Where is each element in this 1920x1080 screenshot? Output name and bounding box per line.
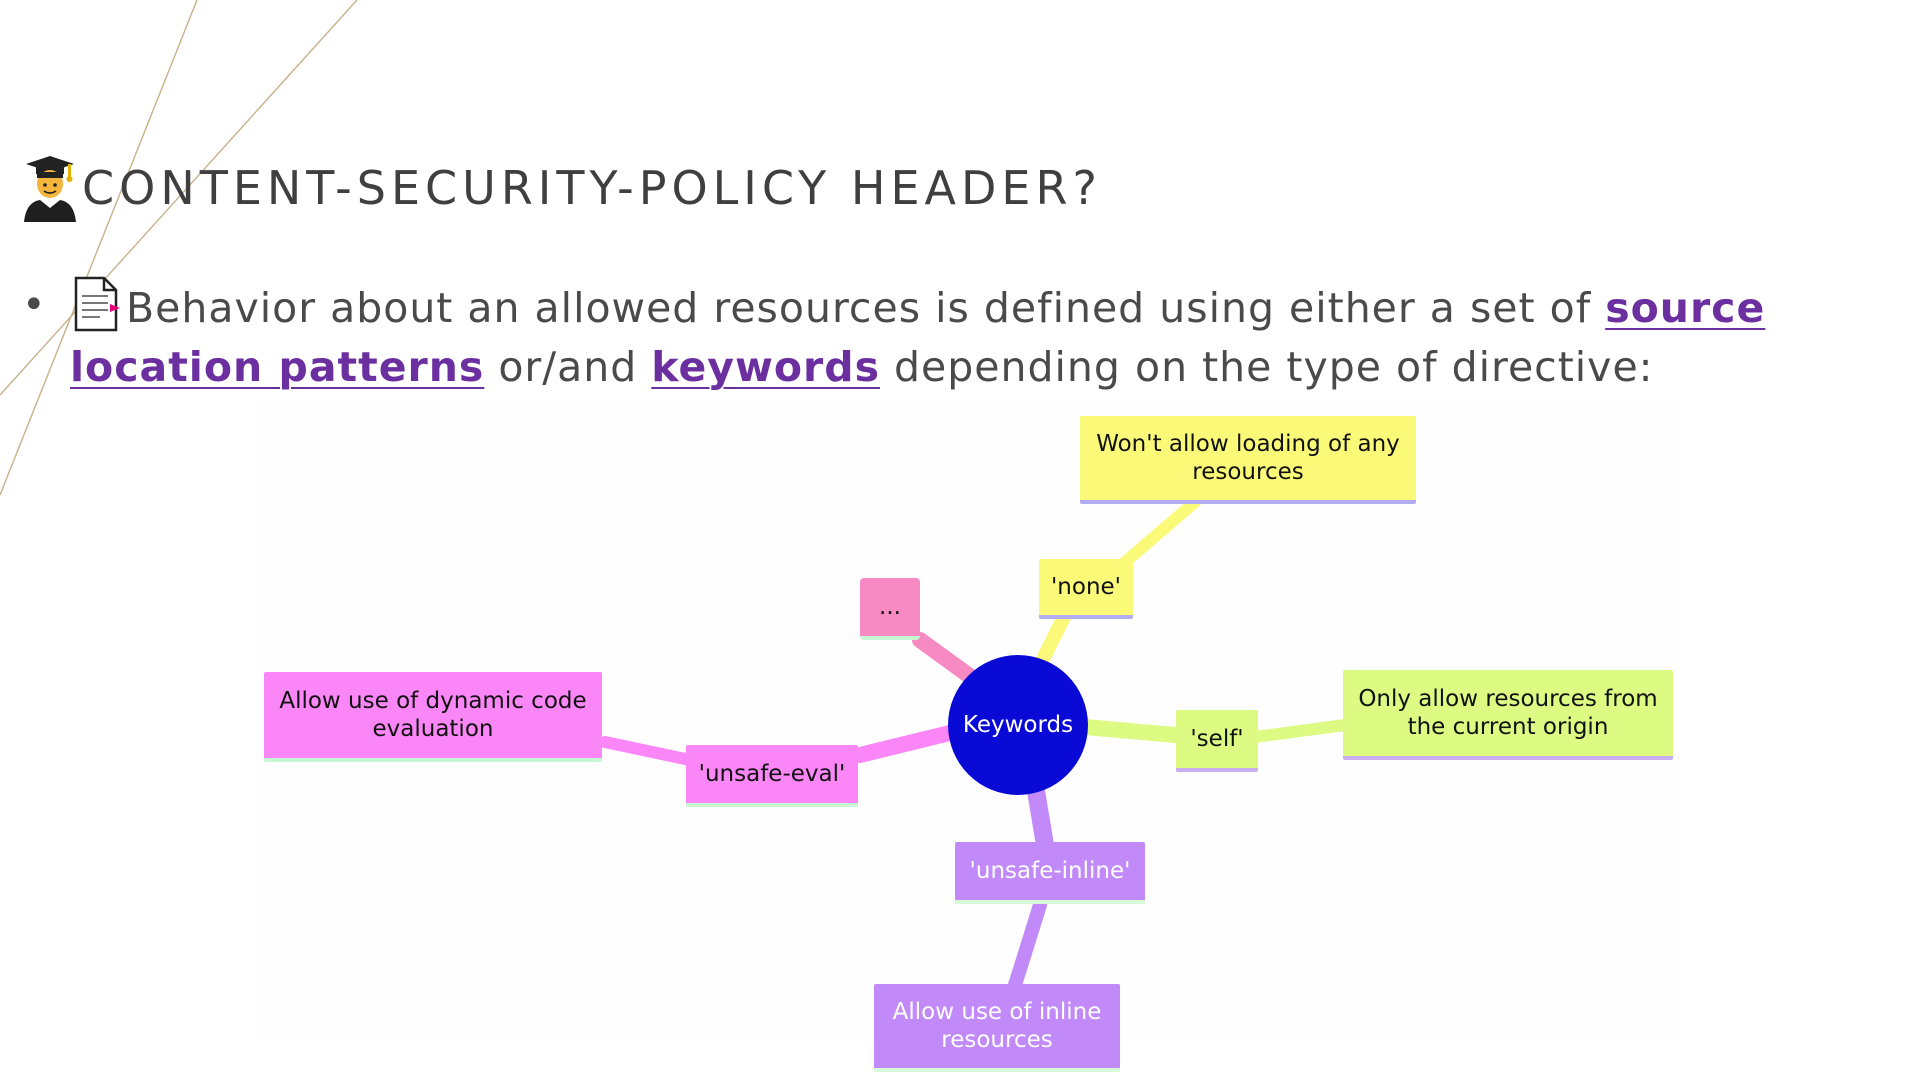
- keyword-unsafe-eval: 'unsafe-eval': [686, 745, 858, 807]
- connector-unsafe-inline-desc: [1008, 898, 1047, 992]
- keyword-none-label: 'none': [1050, 574, 1122, 600]
- keyword-none: 'none': [1039, 559, 1133, 619]
- connector-unsafe-eval-desc: [599, 736, 696, 766]
- document-icon: [70, 276, 122, 332]
- description-unsafe-inline-label: Allow use of inline resources: [892, 999, 1102, 1053]
- connector-ellipsis: [912, 632, 983, 688]
- description-self-label: Only allow resources from the current or…: [1358, 686, 1658, 740]
- description-none-label: Won't allow loading of any resources: [1096, 431, 1400, 485]
- keyword-more-label: ...: [879, 594, 901, 620]
- keyword-more: ...: [860, 578, 920, 640]
- keyword-self-label: 'self': [1190, 726, 1244, 752]
- slide-title-row: CONTENT-SECURITY-POLICY HEADER?: [22, 152, 1102, 224]
- connector-unsafe-eval: [852, 725, 958, 763]
- bullet-text-1: Behavior about an allowed resources is d…: [126, 284, 1606, 332]
- keyword-unsafe-inline-label: 'unsafe-inline': [969, 858, 1131, 884]
- bullet-text-2: or/and: [484, 343, 652, 391]
- description-self: Only allow resources from the current or…: [1343, 670, 1673, 760]
- keyword-unsafe-eval-label: 'unsafe-eval': [698, 761, 846, 787]
- connector-self: [1077, 719, 1183, 743]
- description-unsafe-eval-label: Allow use of dynamic code evaluation: [279, 688, 587, 742]
- bullet-paragraph: • Behavior about an allowed resources is…: [22, 276, 1862, 397]
- keyword-unsafe-inline: 'unsafe-inline': [955, 842, 1145, 904]
- description-unsafe-eval: Allow use of dynamic code evaluation: [264, 672, 602, 762]
- description-unsafe-inline: Allow use of inline resources: [874, 984, 1120, 1072]
- slide-title: CONTENT-SECURITY-POLICY HEADER?: [82, 161, 1102, 215]
- student-graduate-icon: [22, 154, 78, 222]
- bullet-text-3: depending on the type of directive:: [880, 343, 1654, 391]
- connector-unsafe-inline: [1026, 776, 1054, 854]
- center-label: Keywords: [962, 712, 1074, 738]
- bullet-dot: •: [22, 282, 47, 328]
- description-none: Won't allow loading of any resources: [1080, 416, 1416, 504]
- link-keywords[interactable]: keywords: [651, 343, 880, 391]
- mindmap-center-keywords: Keywords: [948, 655, 1088, 795]
- link-source-location-patterns[interactable]: source location patterns: [70, 284, 1766, 391]
- connector-self-desc: [1249, 719, 1351, 743]
- keyword-self: 'self': [1176, 710, 1258, 772]
